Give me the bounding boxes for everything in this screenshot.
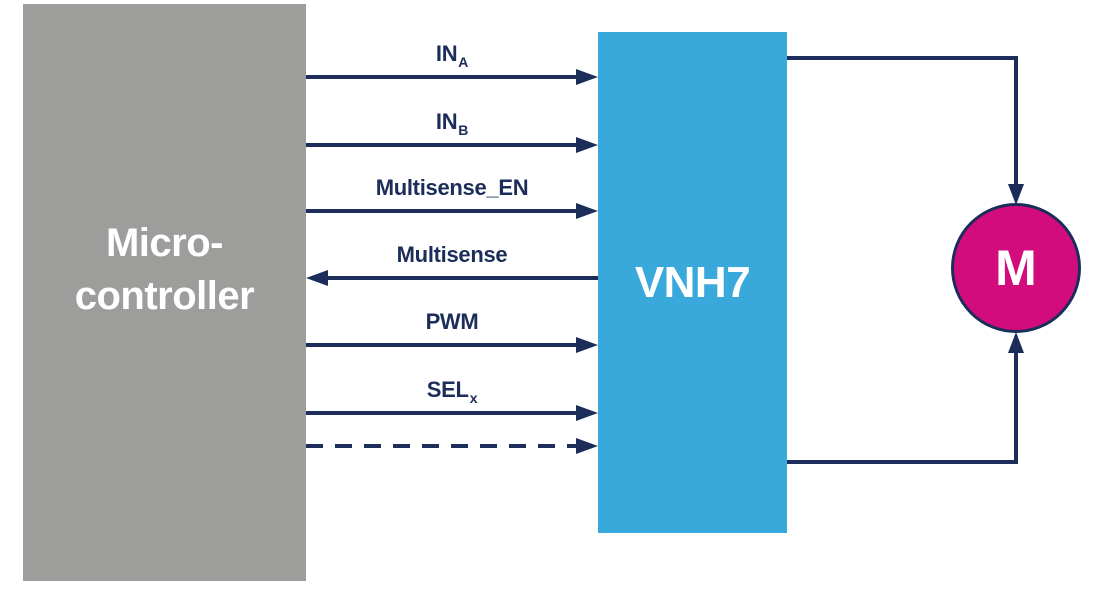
signal-label-pwm: PWM	[426, 310, 479, 334]
motor-label: M	[995, 240, 1037, 296]
driver-label: VNH7	[634, 257, 751, 307]
wire-sel-x	[306, 405, 598, 421]
signal-label-multisense: Multisense	[397, 243, 508, 267]
signal-label-in-b: INB	[435, 109, 469, 142]
microcontroller-label: Micro- controller	[74, 217, 255, 323]
signal-label-in-a-sub: A	[458, 54, 469, 70]
signal-label-pwm-text: PWM	[425, 309, 479, 334]
signal-label-multisense-en: Multisense_EN	[376, 176, 529, 200]
signal-label-sel-x-sub: x	[469, 390, 478, 406]
microcontroller-block: Micro- controller	[23, 4, 306, 581]
wire-multisense-en	[306, 203, 598, 219]
signal-label-multisense-text: Multisense	[396, 242, 508, 267]
signal-label-sel-x: SELx	[426, 377, 478, 410]
signal-label-in-a: INA	[435, 41, 469, 74]
wire-multisense	[306, 270, 598, 286]
microcontroller-label-line1: Micro-	[105, 220, 224, 265]
driver-block: VNH7	[598, 32, 787, 533]
wire-motor-bottom	[787, 332, 1024, 464]
signal-label-in-a-text: IN	[435, 41, 458, 66]
wire-in-a	[306, 69, 598, 85]
microcontroller-label-line2: controller	[74, 273, 255, 318]
signal-label-multisense-en-text: Multisense_EN	[375, 175, 529, 200]
wire-pwm	[306, 337, 598, 353]
wire-in-b	[306, 137, 598, 153]
signal-label-sel-x-text: SEL	[426, 377, 469, 402]
wire-motor-top	[787, 56, 1024, 205]
signal-label-in-b-sub: B	[458, 122, 469, 138]
motor-symbol: M	[951, 203, 1081, 333]
signal-label-in-b-text: IN	[435, 109, 458, 134]
wire-dashed-spare	[306, 438, 598, 454]
